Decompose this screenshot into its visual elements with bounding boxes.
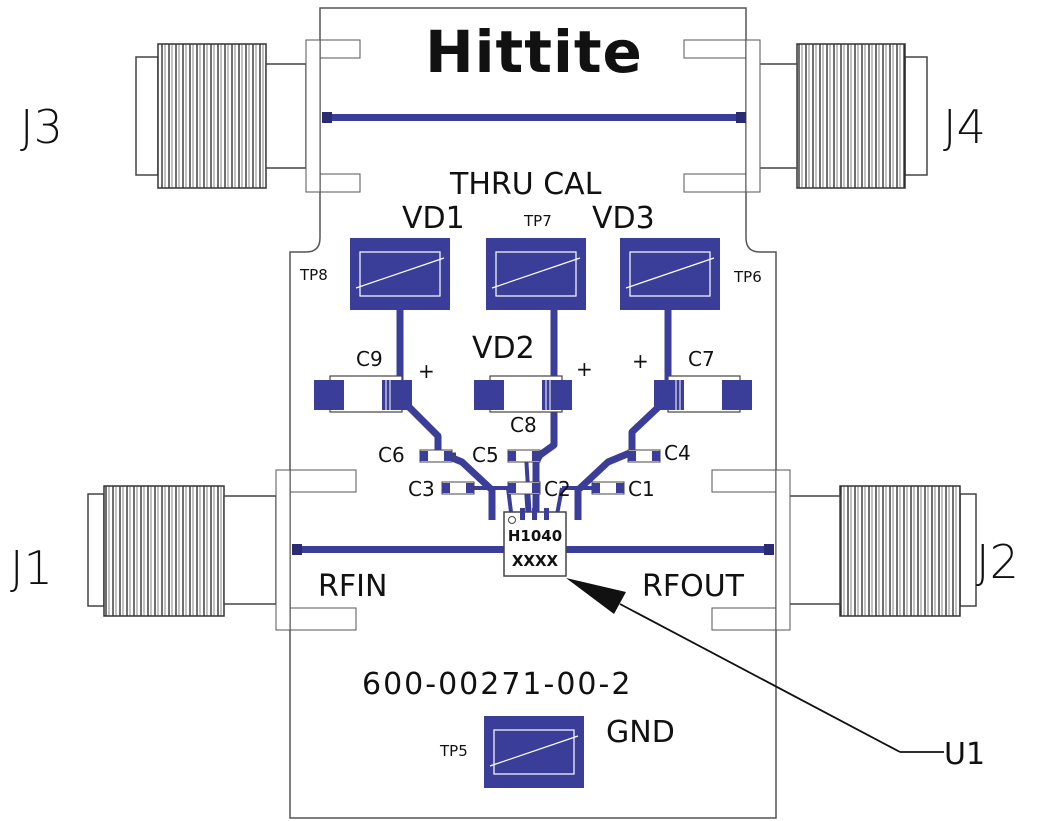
c8-label: C8 — [510, 413, 537, 437]
rf-line — [292, 544, 774, 555]
connector-label-j2: J2 — [976, 535, 1019, 589]
test-point-pad-tp6 — [620, 238, 720, 310]
c3-label: C3 — [408, 477, 435, 501]
gnd-label: GND — [606, 715, 675, 750]
c7-label: C7 — [688, 347, 715, 371]
thru-cal-line — [322, 112, 746, 123]
c6-label: C6 — [378, 443, 405, 467]
connector-j4 — [683, 39, 928, 193]
tp6-label: TP6 — [733, 268, 762, 286]
capacitor-c1 — [591, 481, 625, 495]
connector-j2 — [711, 469, 977, 631]
capacitor-c4 — [627, 449, 661, 463]
c5-label: C5 — [472, 443, 499, 467]
capacitor-c6 — [419, 449, 453, 463]
connector-label-j1: J1 — [10, 541, 53, 595]
callout-label-u1: U1 — [944, 737, 985, 772]
c9-plus: + — [418, 359, 435, 383]
rf-input-label: RFIN — [318, 569, 387, 604]
thru-cal-label: THRU CAL — [449, 167, 602, 202]
test-point-pad-tp7 — [486, 238, 586, 310]
chip-marking-line2: XXXX — [512, 552, 559, 570]
connector-j1 — [87, 469, 357, 631]
tp8-label: TP8 — [299, 266, 328, 284]
capacitor-c3 — [441, 481, 475, 495]
test-point-pad-tp8 — [350, 238, 450, 310]
connector-label-j3: J3 — [20, 100, 63, 154]
board-outline — [289, 7, 777, 819]
tp7-label: TP7 — [523, 212, 552, 230]
rf-output-label: RFOUT — [642, 569, 745, 604]
chip-marking-line1: H1040 — [508, 527, 562, 545]
c7-plus: + — [632, 349, 649, 373]
chip-u1 — [503, 508, 567, 577]
capacitor-c9 — [314, 375, 412, 413]
callout-arrow — [566, 578, 944, 753]
c4-label: C4 — [664, 441, 691, 465]
capacitor-c7 — [654, 375, 752, 413]
capacitor-c8 — [474, 375, 572, 413]
c2-label: C2 — [544, 477, 571, 501]
capacitor-c2 — [507, 481, 541, 495]
vd3-label: VD3 — [592, 201, 655, 236]
test-point-pad-tp5 — [484, 716, 584, 788]
vd2-label: VD2 — [472, 331, 535, 366]
capacitor-c5 — [507, 449, 541, 463]
vd1-label: VD1 — [402, 201, 465, 236]
c9-label: C9 — [356, 347, 383, 371]
part-number: 600-00271-00-2 — [362, 667, 632, 702]
c8-plus: + — [576, 357, 593, 381]
connector-j3 — [135, 39, 361, 193]
brand-logo: Hittite — [425, 18, 643, 86]
c1-label: C1 — [628, 477, 655, 501]
connector-label-j4: J4 — [943, 100, 986, 154]
tp5-label: TP5 — [439, 742, 468, 760]
